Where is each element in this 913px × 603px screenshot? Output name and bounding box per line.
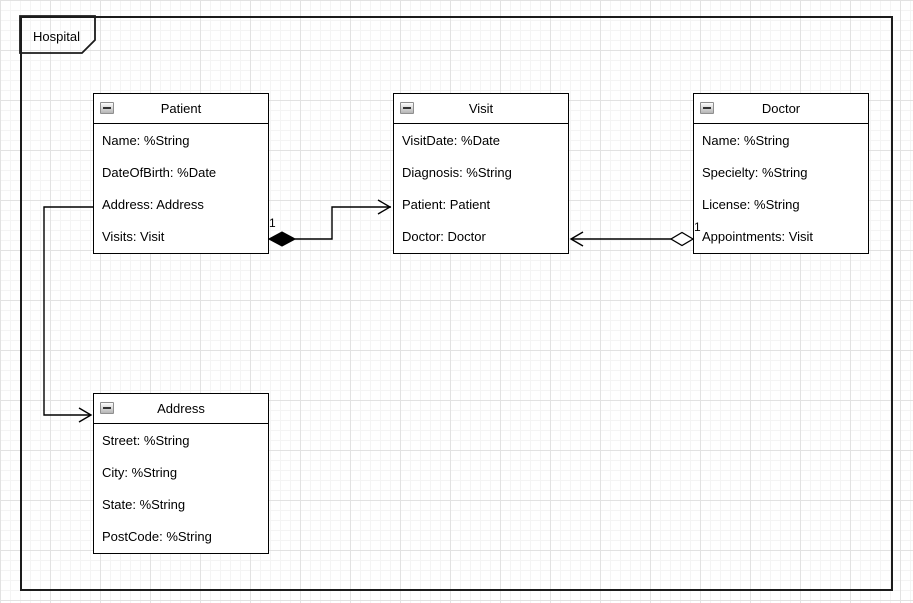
class-box-patient[interactable]: Patient Name: %String DateOfBirth: %Date… <box>93 93 269 254</box>
attribute-row[interactable]: Diagnosis: %String <box>402 164 512 180</box>
attribute-row[interactable]: PostCode: %String <box>102 529 212 545</box>
class-header: Patient <box>94 94 268 124</box>
class-header: Visit <box>394 94 568 124</box>
collapse-icon[interactable] <box>700 102 714 114</box>
class-header: Address <box>94 394 268 424</box>
attribute-row[interactable]: Doctor: Doctor <box>402 229 486 245</box>
attribute-row[interactable]: VisitDate: %Date <box>402 132 501 148</box>
attribute-list: Name: %String Specielty: %String License… <box>694 124 868 253</box>
collapse-icon[interactable] <box>400 102 414 114</box>
class-header: Doctor <box>694 94 868 124</box>
attribute-list: Name: %String DateOfBirth: %Date Address… <box>94 124 268 253</box>
attribute-row[interactable]: State: %String <box>102 497 186 513</box>
attribute-row[interactable]: Specielty: %String <box>702 164 808 180</box>
attribute-row[interactable]: Visits: Visit <box>102 229 165 245</box>
hospital-frame[interactable] <box>20 16 893 591</box>
class-box-visit[interactable]: Visit VisitDate: %Date Diagnosis: %Strin… <box>393 93 569 254</box>
attribute-row[interactable]: Patient: Patient <box>402 197 491 213</box>
attribute-row[interactable]: Name: %String <box>702 132 790 148</box>
minus-glyph <box>703 107 711 109</box>
attribute-row[interactable]: Street: %String <box>102 432 190 448</box>
class-title: Visit <box>468 101 494 116</box>
attribute-row[interactable]: Address: Address <box>102 197 204 213</box>
minus-glyph <box>103 107 111 109</box>
collapse-icon[interactable] <box>100 102 114 114</box>
collapse-icon[interactable] <box>100 402 114 414</box>
attribute-list: VisitDate: %Date Diagnosis: %String Pati… <box>394 124 568 253</box>
minus-glyph <box>103 407 111 409</box>
class-box-address[interactable]: Address Street: %String City: %String St… <box>93 393 269 554</box>
class-box-doctor[interactable]: Doctor Name: %String Specielty: %String … <box>693 93 869 254</box>
attribute-row[interactable]: Name: %String <box>102 132 190 148</box>
class-title: Address <box>157 401 205 416</box>
attribute-row[interactable]: City: %String <box>102 464 178 480</box>
minus-glyph <box>403 107 411 109</box>
class-title: Doctor <box>761 101 801 116</box>
attribute-list: Street: %String City: %String State: %St… <box>94 424 268 553</box>
attribute-row[interactable]: License: %String <box>702 197 800 213</box>
class-title: Patient <box>160 101 202 116</box>
attribute-row[interactable]: Appointments: Visit <box>702 229 814 245</box>
attribute-row[interactable]: DateOfBirth: %Date <box>102 164 217 180</box>
